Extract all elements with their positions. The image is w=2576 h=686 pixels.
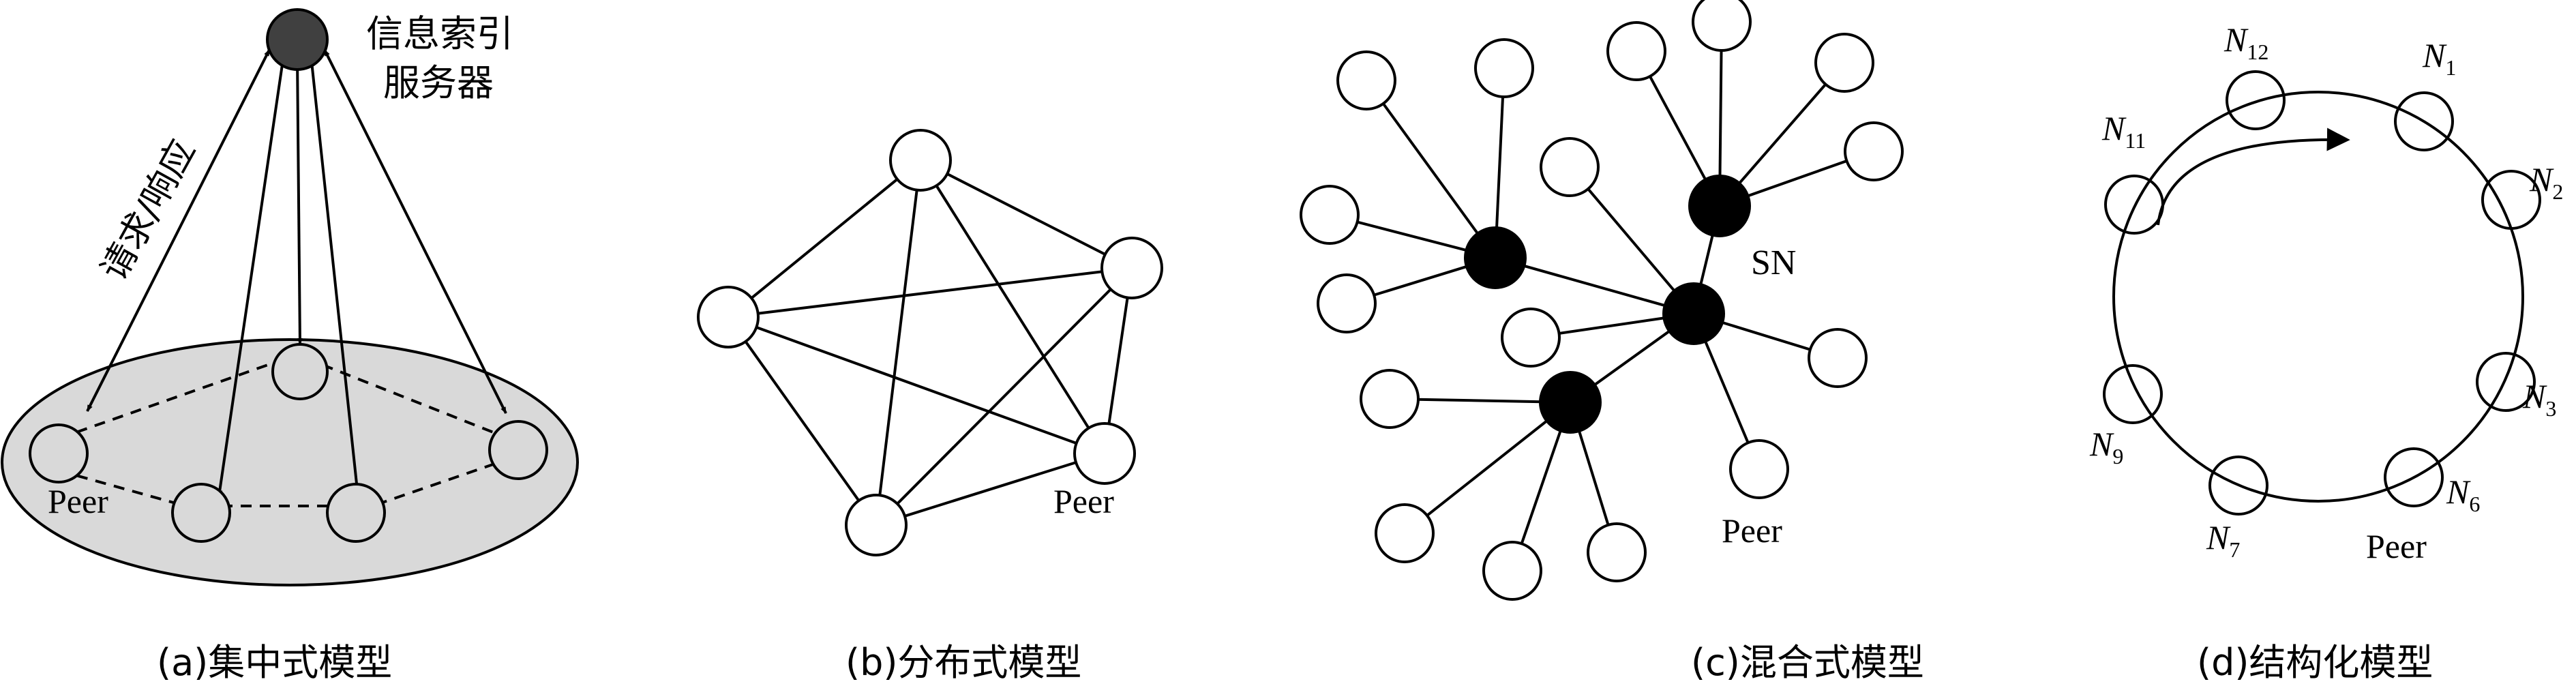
caption-b: (b)分布式模型 [845,641,1081,684]
peer-node [889,129,952,192]
peer-node [1375,503,1435,563]
super-node [1662,282,1725,345]
peer-node [1540,137,1600,197]
peer-node [1300,185,1360,245]
node-label-n3: N3 [2522,377,2556,421]
peer-node [1606,21,1666,81]
peer-node [1073,422,1136,485]
peer-label: Peer [1053,482,1114,520]
peer-node [1844,121,1904,181]
peer-node [1587,522,1647,582]
super-node [1688,175,1751,237]
peer-node [1482,541,1542,601]
mesh-edges [727,159,1133,526]
request-response-arrows [86,49,507,497]
peer-node [1808,328,1868,388]
ring-node [2208,456,2268,516]
peer-node [1692,0,1752,52]
peer-node [1501,308,1561,368]
peer-node [1474,38,1534,98]
server-label-line2: 服务器 [383,61,494,104]
ring-node [2476,352,2536,412]
peer-node [488,420,548,480]
panel-a-centralized [1,8,579,586]
caption-c: (c)混合式模型 [1691,641,1924,684]
peer-label: Peer [2366,527,2427,565]
peer-node [1317,273,1377,333]
caption-a: (a)集中式模型 [157,641,392,684]
node-label-n6: N6 [2446,473,2480,516]
caption-d: (d)结构化模型 [2197,641,2433,684]
peer-node [1336,50,1396,110]
peer-label: Peer [48,482,108,520]
ring [2112,91,2524,503]
ring-node [2394,91,2454,151]
ring-node [2103,364,2163,424]
sn-label: SN [1751,243,1796,282]
peer-node [1729,439,1789,499]
node-label-n9: N9 [2089,425,2123,468]
panel-d-structured [2103,70,2541,516]
direction-arrow [2157,128,2350,226]
hybrid-edges [1329,21,1874,571]
node-label-n11: N11 [2101,109,2146,153]
peer-node [845,494,908,556]
ring-node [2481,170,2541,230]
peer-label: Peer [1722,511,1782,550]
node-label-n7: N7 [2206,518,2240,562]
peer-node [1100,237,1163,299]
panel-b-distributed [697,129,1163,556]
index-server-node [266,8,329,71]
node-label-n1: N1 [2422,36,2456,80]
panel-c-hybrid [1300,0,1904,601]
super-node [1539,371,1602,434]
super-node [1464,226,1527,289]
peer-node [1814,33,1874,93]
node-label-n2: N2 [2529,160,2563,204]
peer-node [697,286,760,348]
ring-node [2104,175,2164,235]
node-label-n12: N12 [2223,20,2268,64]
peer-node [271,343,329,400]
peer-node [171,483,231,543]
peer-node [1360,369,1420,429]
peer-node [29,423,89,483]
ring-node [2384,447,2444,507]
server-label-line1: 信息索引 [366,12,513,55]
dashed-ring [58,363,496,507]
ring-node [2226,70,2286,130]
peer-node [326,483,386,543]
